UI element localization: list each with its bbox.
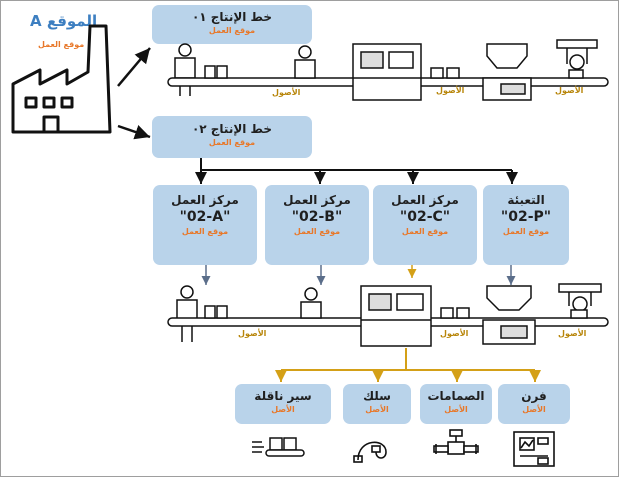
work-center-02-a[interactable]: مركز العمل "02-A" موقع العمل <box>153 185 257 265</box>
conveyor-belt-icon <box>252 437 305 457</box>
wire-icon <box>353 441 387 463</box>
work-center-02-p[interactable]: التعبئة "02-P" موقع العمل <box>483 185 569 265</box>
asset-title: فرن <box>521 389 547 403</box>
production-line-01[interactable]: خط الإنتاج ٠١ موقع العمل <box>152 5 312 44</box>
work-center-code: "02-P" <box>500 209 552 225</box>
robot-gripper-icon <box>556 39 598 49</box>
asset-subtitle: الأصل <box>444 405 468 414</box>
work-center-subtitle: موقع العمل <box>502 227 550 236</box>
line-subtitle: موقع العمل <box>208 26 256 35</box>
line1-asset-label: الأصول <box>272 88 301 97</box>
work-center-title: مركز العمل <box>391 193 459 207</box>
asset-subtitle: الأصل <box>365 405 389 414</box>
worker-icon <box>178 43 192 57</box>
work-center-subtitle: موقع العمل <box>293 227 341 236</box>
line-subtitle: موقع العمل <box>208 138 256 147</box>
production-line-02-machinery <box>167 283 609 347</box>
asset-title: سير ناقلة <box>254 389 312 403</box>
work-center-code: "02-C" <box>399 209 451 225</box>
arrow-site-line2 <box>117 124 151 140</box>
production-line-01-machinery <box>167 39 609 101</box>
line2-asset-label: الأصول <box>440 329 469 338</box>
line-title: خط الإنتاج ٠٢ <box>191 122 273 136</box>
asset-conveyor-belt[interactable]: سير ناقلة الأصل <box>235 384 331 424</box>
work-center-02-c[interactable]: مركز العمل "02-C" موقع العمل <box>373 185 477 265</box>
work-center-code: "02-A" <box>179 209 231 225</box>
work-center-code: "02-B" <box>291 209 343 225</box>
worker-icon <box>180 285 194 299</box>
asset-oven[interactable]: فرن الأصل <box>498 384 570 424</box>
site-title: الموقع A <box>30 12 98 30</box>
work-center-title: مركز العمل <box>283 193 351 207</box>
line-title: خط الإنتاج ٠١ <box>191 10 273 24</box>
work-center-subtitle: موقع العمل <box>401 227 449 236</box>
press-icon <box>486 285 532 311</box>
oven-icon <box>513 431 555 467</box>
asset-subtitle: الأصل <box>522 405 546 414</box>
work-center-02-b[interactable]: مركز العمل "02-B" موقع العمل <box>265 185 369 265</box>
asset-title: سلك <box>363 389 391 403</box>
work-center-title: مركز العمل <box>171 193 239 207</box>
line2-asset-label: الأصول <box>558 329 587 338</box>
asset-wire[interactable]: سلك الأصل <box>343 384 411 424</box>
press-icon <box>486 43 528 69</box>
line1-asset-label: الأصول <box>436 86 465 95</box>
line2-asset-label: الأصول <box>238 329 267 338</box>
production-line-02[interactable]: خط الإنتاج ٠٢ موقع العمل <box>152 116 312 158</box>
arrow-site-line1 <box>117 47 151 87</box>
work-center-title: التعبئة <box>507 193 545 207</box>
asset-valves[interactable]: الصمامات الأصل <box>420 384 492 424</box>
asset-title: الصمامات <box>427 389 485 403</box>
line1-asset-label: الأصول <box>555 86 584 95</box>
robot-gripper-icon <box>558 283 602 293</box>
factory-icon <box>11 24 112 134</box>
site-subtitle: موقع العمل <box>38 40 85 49</box>
work-center-subtitle: موقع العمل <box>181 227 229 236</box>
valve-icon <box>433 429 479 455</box>
asset-subtitle: الأصل <box>271 405 295 414</box>
